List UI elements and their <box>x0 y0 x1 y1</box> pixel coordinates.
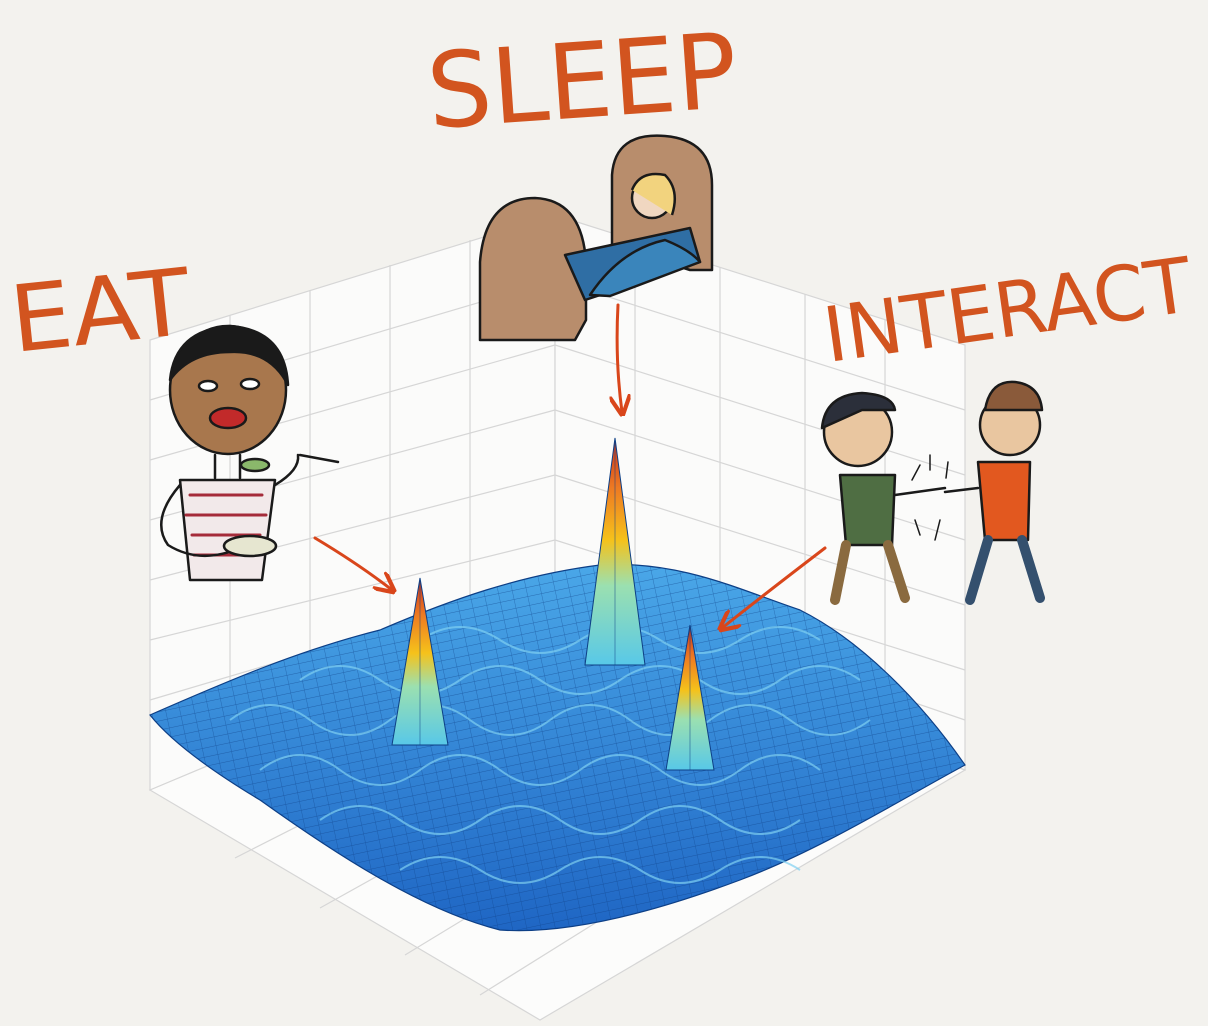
arrow-eat <box>313 536 392 590</box>
arrow-interact <box>722 546 827 628</box>
peak-eat <box>391 577 449 746</box>
arrows <box>313 303 827 628</box>
label-sleep: SLEEP <box>423 10 741 153</box>
arrow-sleep <box>617 303 622 412</box>
sleeping-person-drawing <box>478 134 714 342</box>
peak-sleep <box>584 437 646 666</box>
eating-person-drawing <box>160 324 340 582</box>
peak-interact <box>665 624 715 771</box>
label-interact: INTERACT <box>818 240 1197 380</box>
label-eat: EAT <box>5 249 196 374</box>
interacting-people-drawing <box>820 380 1045 605</box>
surface-plot <box>149 437 966 932</box>
